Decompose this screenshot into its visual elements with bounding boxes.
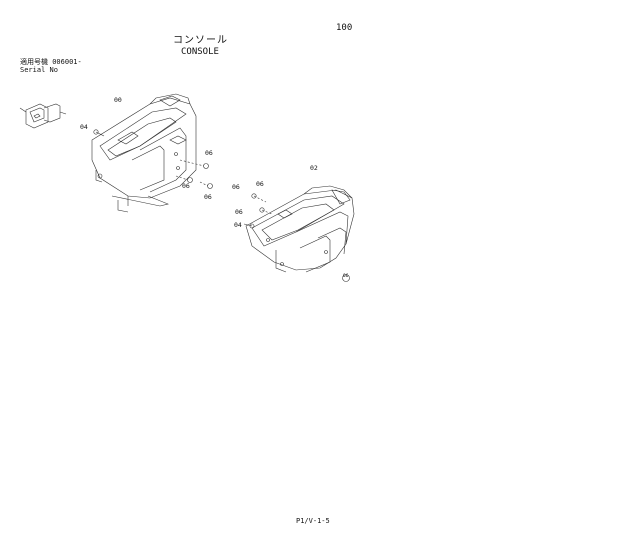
- callout-06-g: 06: [343, 274, 349, 279]
- serial-from: 006001-: [52, 58, 82, 66]
- callout-06-d: 06: [232, 183, 240, 191]
- callout-06-f: 06: [235, 208, 243, 216]
- callout-02: 02: [310, 164, 318, 172]
- callout-06-a: 06: [205, 149, 213, 157]
- fasteners-left: [93, 129, 213, 189]
- callout-06-c: 06: [204, 193, 212, 201]
- page-number: 100: [336, 23, 353, 33]
- console-assembly-left: [91, 93, 197, 213]
- callout-04-right: 04: [234, 221, 242, 229]
- footer-code: P1/V-1-5: [296, 517, 330, 525]
- callout-06-e: 06: [256, 180, 264, 188]
- title-english: CONSOLE: [181, 47, 219, 57]
- callout-04-left: 04: [80, 123, 88, 131]
- serial-label-jp: 適用号機: [20, 58, 48, 66]
- callout-06-b: 06: [182, 182, 190, 190]
- fasteners-right: [243, 193, 350, 282]
- console-assembly-right: [245, 185, 355, 273]
- serial-applicability: 適用号機 006001- Serial No: [20, 58, 82, 74]
- callout-00: 00: [114, 96, 122, 104]
- serial-line: 適用号機 006001-: [20, 58, 82, 66]
- title-japanese: コンソール: [173, 35, 228, 46]
- small-bracket-parts: [19, 103, 67, 129]
- reference-mark-circle: [342, 274, 350, 282]
- serial-label-en: Serial No: [20, 66, 58, 74]
